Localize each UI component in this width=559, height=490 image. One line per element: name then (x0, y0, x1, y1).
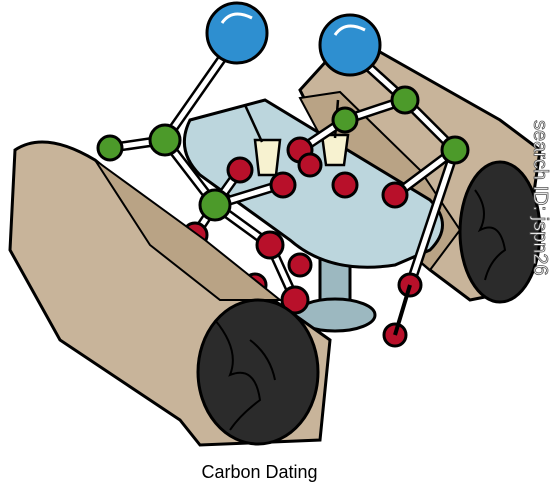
right-molecule (286, 13, 470, 348)
diner-table (182, 98, 444, 333)
watermark-text: search ID: jspn26 (529, 120, 551, 276)
left-molecule (96, 1, 313, 315)
watermark: search ID: jspn26 (526, 120, 556, 420)
left-couch (8, 140, 332, 447)
cartoon-caption: Carbon Dating (201, 462, 318, 482)
carbon-dating-cartoon (8, 1, 542, 447)
